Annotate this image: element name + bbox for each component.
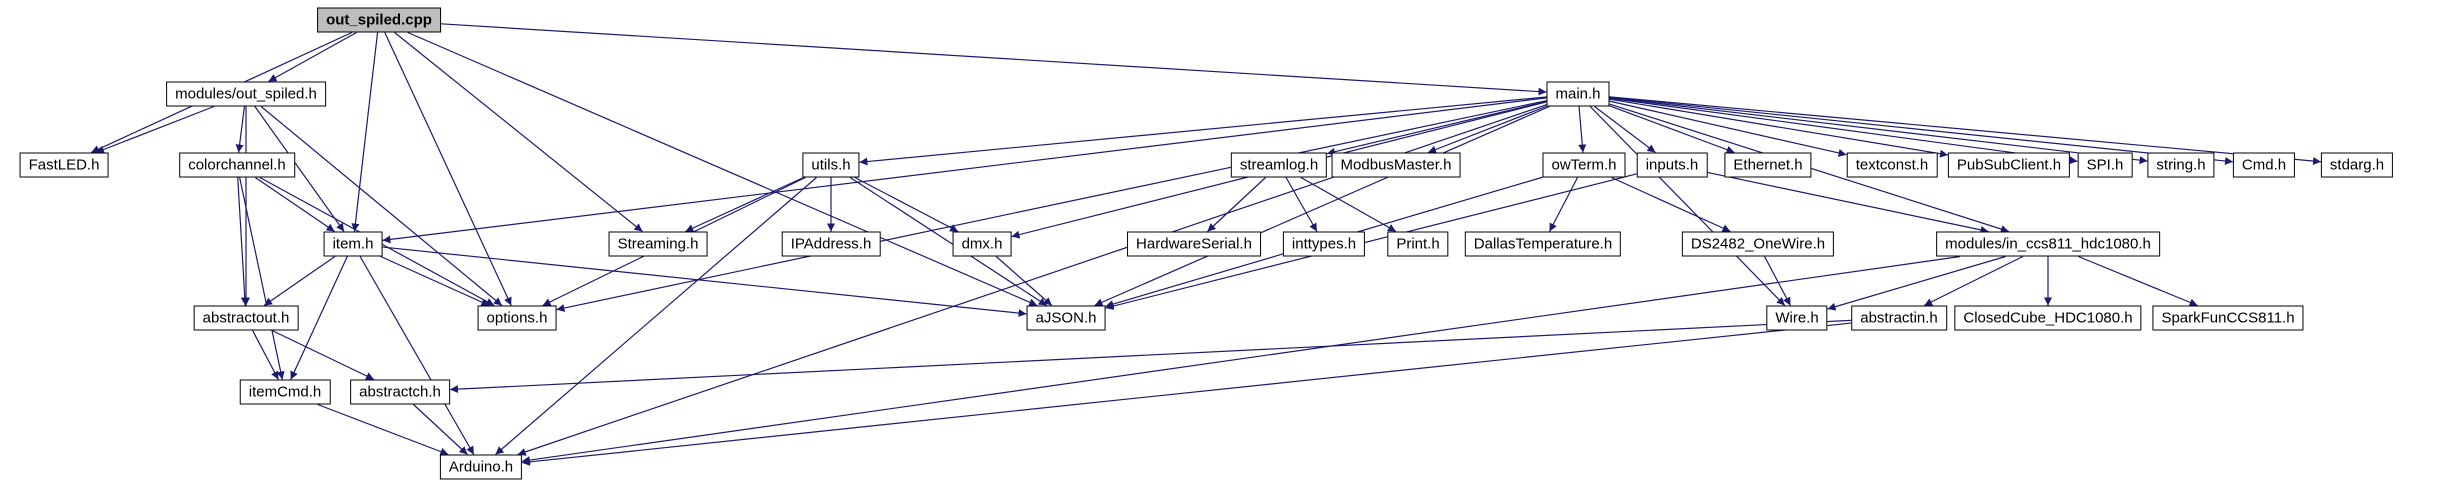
include-edge-main_h-pubsubclient_h	[1609, 98, 1949, 158]
graph-node-wire_h[interactable]: Wire.h	[1766, 305, 1828, 331]
graph-node-itemcmd_h[interactable]: itemCmd.h	[239, 379, 331, 405]
include-edge-modules_out_spiled_h-fastled_h	[95, 105, 215, 154]
include-edge-main_h-streamlog_h	[1326, 100, 1547, 156]
graph-node-out_spiled_cpp[interactable]: out_spiled.cpp	[317, 7, 441, 33]
include-edge-inputs_h-in_ccs811_hdc1080_h	[1707, 171, 1989, 234]
include-edge-in_ccs811_hdc1080_h-sparkfunccs811_h	[2078, 255, 2198, 307]
include-edge-main_h-options_h	[556, 100, 1547, 312]
include-edge-main_h-cmd_h	[1609, 96, 2234, 165]
graph-node-pubsubclient_h[interactable]: PubSubClient.h	[1947, 152, 2071, 178]
graph-node-ajson_h[interactable]: aJSON.h	[1026, 305, 1106, 331]
include-edge-out_spiled_cpp-options_h	[384, 32, 512, 306]
include-edge-item_h-ajson_h	[382, 246, 1027, 318]
include-edge-streamlog_h-print_h	[1300, 176, 1397, 233]
include-edge-item_h-options_h	[380, 255, 490, 307]
include-edge-out_spiled_cpp-ajson_h	[407, 31, 1038, 307]
include-edge-ds2482_onewire_h-wire_h	[1764, 256, 1791, 306]
graph-node-cmd_h[interactable]: Cmd.h	[2232, 152, 2296, 178]
include-edge-main_h-stdarg_h	[1609, 96, 2322, 165]
include-edge-in_ccs811_hdc1080_h-wire_h	[1827, 255, 2006, 311]
include-edge-abstractin_h-arduino_h	[521, 322, 1852, 466]
include-edge-main_h-ethernet_h	[1609, 105, 1735, 154]
graph-node-fastled_h[interactable]: FastLED.h	[19, 152, 109, 178]
include-edge-streamlog_h-inttypes_h	[1285, 177, 1318, 232]
include-edge-modules_out_spiled_h-options_h	[260, 106, 503, 306]
include-edge-main_h-ajson_h	[1094, 105, 1550, 307]
include-edge-main_h-wire_h	[1589, 106, 1786, 306]
graph-node-inttypes_h[interactable]: inttypes.h	[1282, 231, 1366, 257]
include-edge-out_spiled_cpp-modules_out_spiled_h	[268, 31, 357, 83]
include-edge-out_spiled_cpp-main_h	[440, 23, 1547, 96]
include-edge-streamlog_h-hardwareserial_h	[1207, 177, 1266, 232]
graph-node-ds2482_onewire_h[interactable]: DS2482_OneWire.h	[1681, 231, 1835, 257]
include-edge-utils_h-ajson_h	[849, 176, 1048, 307]
include-edge-utils_h-arduino_h	[495, 177, 817, 455]
graph-node-owterm_h[interactable]: owTerm.h	[1542, 152, 1626, 178]
include-edge-colorchannel_h-abstractout_h	[237, 177, 249, 306]
graph-node-modules_out_spiled_h[interactable]: modules/out_spiled.h	[166, 81, 326, 107]
include-edge-main_h-modbusmaster_h	[1427, 105, 1547, 154]
graph-node-textconst_h[interactable]: textconst.h	[1846, 152, 1938, 178]
graph-node-utils_h[interactable]: utils.h	[802, 152, 860, 178]
include-edge-item_h-itemcmd_h	[290, 256, 348, 380]
graph-node-modbusmaster_h[interactable]: ModbusMaster.h	[1331, 152, 1461, 178]
graph-node-ethernet_h[interactable]: Ethernet.h	[1724, 152, 1812, 178]
graph-node-closedcube_hdc1080_h[interactable]: ClosedCube_HDC1080.h	[1954, 305, 2142, 331]
include-edge-abstractout_h-abstractch_h	[271, 329, 375, 381]
include-edge-out_spiled_cpp-item_h	[351, 32, 379, 232]
include-edge-modules_out_spiled_h-colorchannel_h	[235, 106, 246, 153]
graph-node-main_h[interactable]: main.h	[1546, 81, 1610, 107]
include-edge-item_h-arduino_h	[359, 256, 475, 455]
graph-node-hardwareserial_h[interactable]: HardwareSerial.h	[1127, 231, 1261, 257]
include-edge-utils_h-dmx_h	[854, 176, 959, 233]
graph-node-abstractch_h[interactable]: abstractch.h	[350, 379, 450, 405]
include-edge-colorchannel_h-itemcmd_h	[239, 177, 285, 380]
include-edge-main_h-textconst_h	[1609, 100, 1847, 157]
graph-node-arduino_h[interactable]: Arduino.h	[439, 454, 523, 480]
include-edge-abstractch_h-arduino_h	[413, 404, 468, 455]
graph-node-item_h[interactable]: item.h	[323, 231, 383, 257]
include-edge-main_h-inputs_h	[1594, 106, 1656, 153]
include-edge-main_h-string_h	[1609, 97, 2148, 165]
graph-node-colorchannel_h[interactable]: colorchannel.h	[179, 152, 295, 178]
include-edge-in_ccs811_hdc1080_h-arduino_h	[521, 255, 1961, 464]
graph-node-dallastemperature_h[interactable]: DallasTemperature.h	[1464, 231, 1622, 257]
graph-node-ipaddress_h[interactable]: IPAddress.h	[781, 231, 881, 257]
include-edge-out_spiled_cpp-streaming_h	[394, 32, 643, 232]
include-edge-main_h-utils_h	[859, 96, 1547, 166]
include-edge-abstractout_h-itemcmd_h	[252, 330, 279, 380]
include-edge-item_h-abstractout_h	[263, 256, 336, 306]
include-edge-main_h-owterm_h	[1578, 106, 1587, 153]
graph-node-print_h[interactable]: Print.h	[1387, 231, 1449, 257]
graph-node-spi_h[interactable]: SPI.h	[2077, 152, 2133, 178]
graph-node-abstractout_h[interactable]: abstractout.h	[193, 305, 299, 331]
include-edge-modules_out_spiled_h-item_h	[254, 106, 345, 232]
graph-node-stdarg_h[interactable]: stdarg.h	[2320, 152, 2394, 178]
graph-node-string_h[interactable]: string.h	[2147, 152, 2215, 178]
graph-node-options_h[interactable]: options.h	[477, 305, 557, 331]
graph-node-in_ccs811_hdc1080_h[interactable]: modules/in_ccs811_hdc1080.h	[1936, 231, 2160, 257]
graph-node-dmx_h[interactable]: dmx.h	[952, 231, 1012, 257]
include-edge-owterm_h-ds2482_onewire_h	[1611, 176, 1731, 233]
include-edge-in_ccs811_hdc1080_h-abstractin_h	[1923, 255, 2024, 307]
graph-node-inputs_h[interactable]: inputs.h	[1636, 152, 1708, 178]
include-edge-owterm_h-dallastemperature_h	[1548, 177, 1579, 232]
include-edge-abstractin_h-abstractch_h	[449, 319, 1852, 394]
include-edge-colorchannel_h-item_h	[255, 177, 335, 232]
graph-node-streaming_h[interactable]: Streaming.h	[608, 231, 708, 257]
include-edge-inputs_h-ajson_h	[1105, 173, 1637, 310]
graph-node-streamlog_h[interactable]: streamlog.h	[1230, 152, 1328, 178]
include-edge-utils_h-streaming_h	[685, 176, 804, 233]
graph-node-sparkfunccs811_h[interactable]: SparkFunCCS811.h	[2152, 305, 2304, 331]
include-edge-itemcmd_h-arduino_h	[317, 403, 449, 456]
include-edge-main_h-item_h	[382, 97, 1547, 244]
include-edge-main_h-spi_h	[1609, 97, 2078, 165]
graph-node-abstractin_h[interactable]: abstractin.h	[1851, 305, 1947, 331]
include-edge-dmx_h-ajson_h	[995, 256, 1053, 306]
